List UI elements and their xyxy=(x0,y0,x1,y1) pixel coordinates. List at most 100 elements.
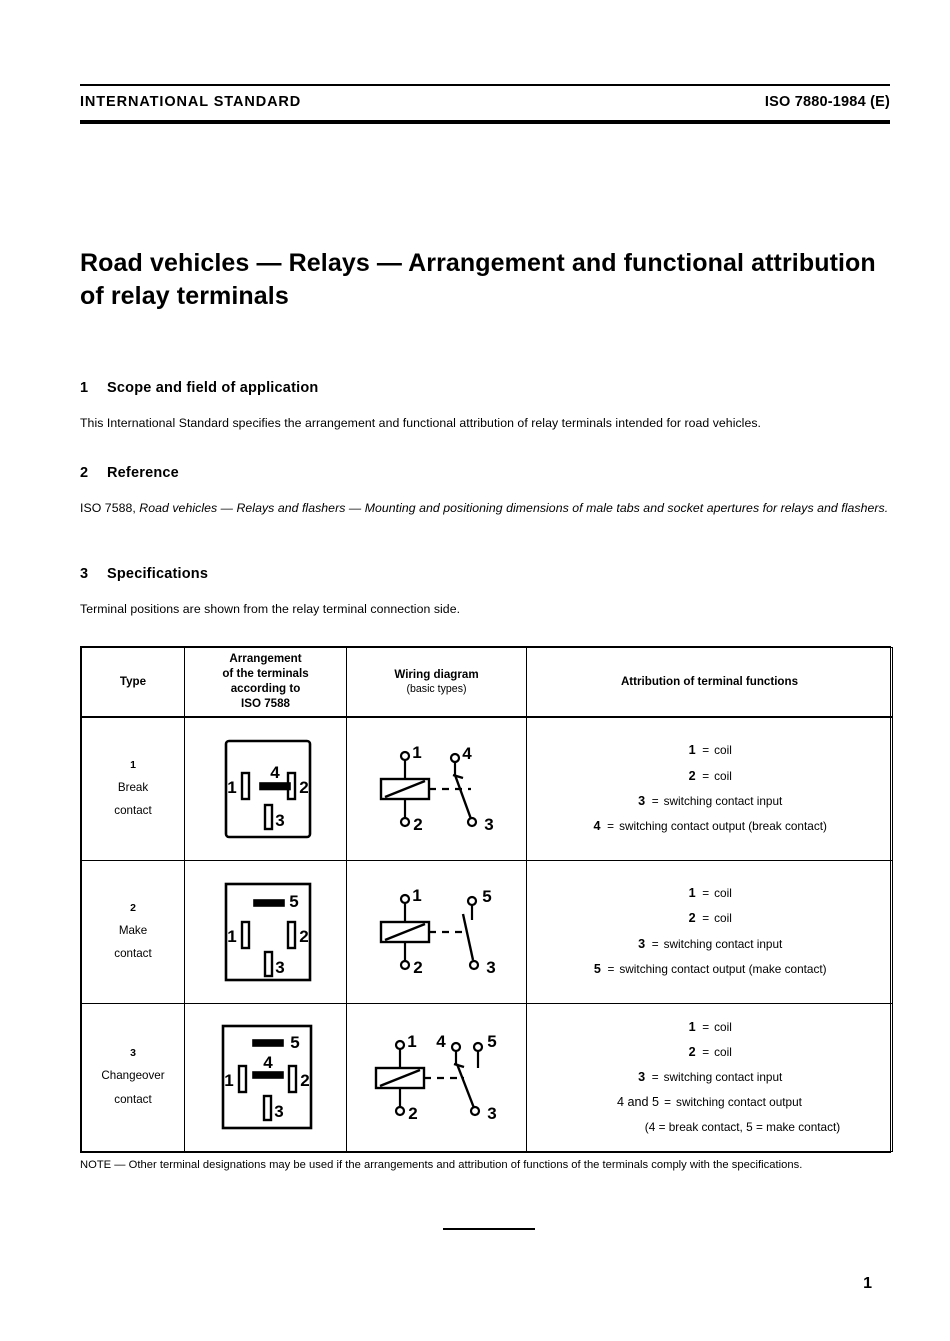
arrangement-cell-row1: 1 4 2 3 xyxy=(184,716,347,861)
wiring-terminal-node-5 xyxy=(472,1041,483,1053)
attribution-equals: = xyxy=(607,961,615,976)
column-header-arrangement: Arrangement of the terminals according t… xyxy=(184,647,347,718)
relay-terminal-table: Type Arrangement of the terminals accord… xyxy=(80,646,893,1153)
attribution-line: 5=switching contact output (make contact… xyxy=(527,957,892,982)
type-cell-row2: 2 Make contact xyxy=(81,859,185,1004)
arrangement-cell-row2: 5 1 2 3 xyxy=(184,859,347,1004)
terminal-label-1: 1 xyxy=(227,778,236,797)
wiring-terminal-node-2 xyxy=(399,816,410,827)
section-number-reference: 2 xyxy=(80,465,89,481)
terminal-arrangement-diagram-row2: 5 1 2 3 xyxy=(224,882,311,981)
type-name-line1-row3: Changeover xyxy=(101,1069,165,1083)
wiring-label-2: 2 xyxy=(408,1104,417,1123)
table-row: 2 Make contact 5 1 xyxy=(81,859,893,1004)
attribution-line: 2=coil xyxy=(527,764,892,789)
type-number-row1: 1 xyxy=(130,759,136,772)
arrangement-header-line-3: according to xyxy=(230,682,301,695)
terminal-tab-4 xyxy=(258,781,291,791)
section-body-specifications: Terminal positions are shown from the re… xyxy=(80,602,461,616)
wiring-diagram-row1: 1 2 4 xyxy=(379,743,493,834)
terminal-label-2: 2 xyxy=(299,927,308,946)
type-cell-row1: 1 Break contact xyxy=(81,716,185,861)
attribution-value: switching contact input xyxy=(663,936,783,951)
header-standard-label: INTERNATIONAL STANDARD xyxy=(80,94,302,110)
attribution-value: coil xyxy=(714,768,732,783)
attribution-equals: = xyxy=(664,1095,671,1110)
wiring-terminal-node-3 xyxy=(466,816,477,827)
attribution-value: coil xyxy=(714,1019,732,1034)
attribution-equals: = xyxy=(651,1070,659,1085)
attribution-line-combined: 4 and 5=switching contact output xyxy=(527,1090,892,1115)
attribution-line: 1=coil xyxy=(527,881,892,906)
table-note: NOTE — Other terminal designations may b… xyxy=(80,1159,803,1171)
section-number-specifications: 3 xyxy=(80,566,89,582)
attribution-line: 2=coil xyxy=(527,1040,892,1065)
type-name-line1-row2: Make xyxy=(118,923,148,937)
wiring-terminal-node-2 xyxy=(399,959,410,970)
section-title-reference: Reference xyxy=(107,465,179,481)
terminal-label-3: 3 xyxy=(275,811,284,830)
attribution-line: 3=switching contact input xyxy=(527,932,892,957)
attribution-line: 1=coil xyxy=(527,1015,892,1040)
attribution-line: 2=coil xyxy=(527,906,892,931)
wiring-label-3: 3 xyxy=(484,815,493,834)
terminal-label-3: 3 xyxy=(274,1102,283,1121)
header-bottom-rule xyxy=(80,120,890,124)
attribution-equals: = xyxy=(702,911,710,926)
header-top-rule xyxy=(80,84,890,86)
attribution-line: 4=switching contact output (break contac… xyxy=(527,814,892,839)
page-title: Road vehicles — Relays — Arrangement and… xyxy=(80,248,876,310)
wiring-label-2: 2 xyxy=(413,815,422,834)
attribution-key: 2 xyxy=(688,1045,696,1060)
attribution-value: switching contact output (make contact) xyxy=(619,961,827,976)
wiring-header-line-1: Wiring diagram xyxy=(394,667,479,681)
terminal-tab-3 xyxy=(262,1094,272,1122)
wiring-terminal-node-5 xyxy=(466,895,477,906)
terminal-label-1: 1 xyxy=(227,927,236,946)
attribution-equals: = xyxy=(702,743,710,758)
arrangement-header-line-2: of the terminals xyxy=(222,667,309,681)
wiring-terminal-node-1 xyxy=(399,893,410,904)
section-heading-reference: 2 Reference xyxy=(80,465,179,481)
footer-rule xyxy=(443,1228,535,1230)
terminal-tab-1 xyxy=(240,920,250,949)
attribution-key: 1 xyxy=(688,1019,696,1034)
attribution-key: 2 xyxy=(688,768,696,783)
attribution-value: switching contact input xyxy=(663,1070,783,1085)
terminal-tab-1 xyxy=(237,1064,247,1094)
terminal-tab-2 xyxy=(286,920,296,949)
attribution-equals: = xyxy=(651,936,659,951)
reference-prefix: ISO 7588, xyxy=(80,501,136,515)
column-header-wiring: Wiring diagram (basic types) xyxy=(346,647,527,718)
terminal-tab-2 xyxy=(286,771,296,800)
table-row: 3 Changeover contact 5 4 xyxy=(81,1002,893,1152)
terminal-arrangement-diagram-row1: 1 4 2 3 xyxy=(224,739,311,839)
terminal-label-5: 5 xyxy=(289,892,298,911)
header-standard-number: ISO 7880-1984 (E) xyxy=(764,94,890,110)
wiring-terminal-node-3 xyxy=(469,1105,480,1117)
attribution-continuation: (4 = break contact, 5 = make contact) xyxy=(644,1119,841,1134)
arrangement-header-line-1: Arrangement xyxy=(229,652,302,666)
type-number-row2: 2 xyxy=(130,901,136,914)
attribution-cell-row3: 1=coil 2=coil 3=switching contact input … xyxy=(526,1002,893,1152)
type-name-line2-row2: contact xyxy=(114,947,152,960)
wiring-header-line-2: (basic types) xyxy=(406,682,467,695)
wiring-label-4: 4 xyxy=(436,1032,446,1051)
type-name-line2-row3: contact xyxy=(114,1092,152,1106)
section-number-scope: 1 xyxy=(80,380,89,396)
terminal-label-5: 5 xyxy=(290,1033,299,1052)
attribution-line: 3=switching contact input xyxy=(527,789,892,814)
attribution-value: coil xyxy=(714,1045,732,1060)
section-body-scope: This International Standard specifies th… xyxy=(80,416,762,430)
attribution-key: 3 xyxy=(638,1070,646,1085)
type-name-line2-row1: contact xyxy=(114,804,152,818)
terminal-arrangement-diagram-row3: 5 4 1 2 3 xyxy=(221,1024,312,1130)
attribution-value: coil xyxy=(714,886,732,901)
wiring-terminal-node-1 xyxy=(399,750,410,761)
attribution-key: 1 xyxy=(688,886,696,901)
wiring-terminal-node-1 xyxy=(394,1039,405,1051)
attribution-cell-row2: 1=coil 2=coil 3=switching contact input … xyxy=(526,859,893,1004)
wiring-terminal-node-4 xyxy=(449,752,460,763)
